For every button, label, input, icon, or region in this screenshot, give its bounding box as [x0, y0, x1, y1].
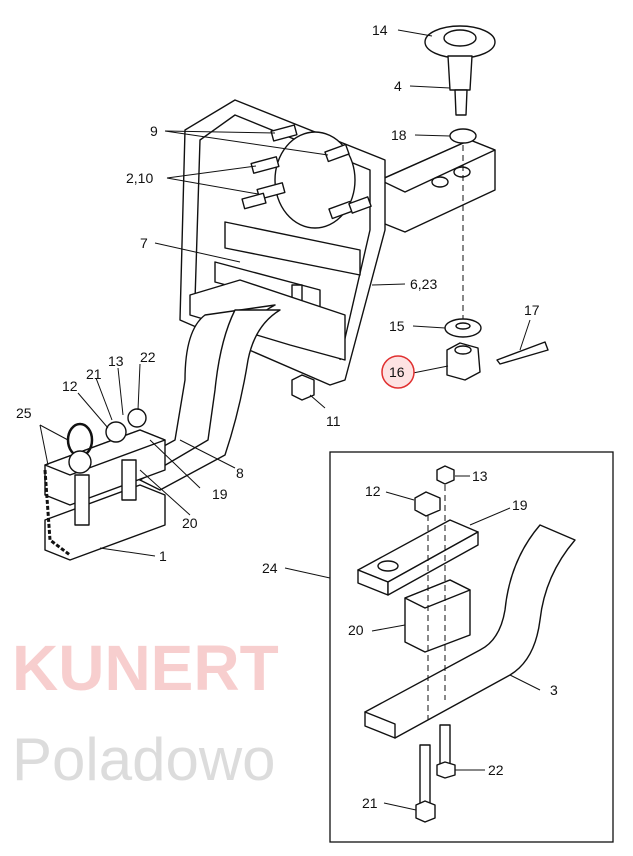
detail-inset: [329, 451, 614, 843]
label-18[interactable]: 18: [391, 127, 407, 143]
label-13[interactable]: 13: [108, 353, 124, 369]
inset-label-20[interactable]: 20: [348, 622, 364, 638]
inset-label-22[interactable]: 22: [488, 762, 504, 778]
label-6-23[interactable]: 6,23: [410, 276, 437, 292]
label-17[interactable]: 17: [524, 302, 540, 318]
label-21[interactable]: 21: [86, 366, 102, 382]
label-4[interactable]: 4: [394, 78, 402, 94]
watermark-location: Poladowo: [12, 726, 276, 793]
inset-label-13[interactable]: 13: [472, 468, 488, 484]
inset-label-19[interactable]: 19: [512, 497, 528, 513]
label-14[interactable]: 14: [372, 22, 388, 38]
inset-label-21[interactable]: 21: [362, 795, 378, 811]
label-7[interactable]: 7: [140, 235, 148, 251]
label-19[interactable]: 19: [212, 486, 228, 502]
label-22[interactable]: 22: [140, 349, 156, 365]
highlight-circle-16[interactable]: [381, 355, 415, 389]
label-16[interactable]: 16: [389, 364, 405, 380]
inset-label-3[interactable]: 3: [550, 682, 558, 698]
label-25[interactable]: 25: [16, 405, 32, 421]
leader-lines: [39, 29, 531, 579]
drawbar-assembly: [43, 25, 549, 561]
label-2-10[interactable]: 2,10: [126, 170, 153, 186]
label-12[interactable]: 12: [62, 378, 78, 394]
label-8[interactable]: 8: [236, 465, 244, 481]
callout-labels: 14 4 18 9 2,10 7 6,23 15 16 17 11 25 12 …: [16, 22, 540, 576]
label-11[interactable]: 11: [326, 413, 341, 429]
inset-leader-lines: [371, 475, 541, 811]
inset-callout-labels: 13 12 19 20 3 22 21: [348, 468, 558, 811]
label-9[interactable]: 9: [150, 123, 158, 139]
label-24[interactable]: 24: [262, 560, 278, 576]
inset-label-12[interactable]: 12: [365, 483, 381, 499]
watermark: KUNERT Poladowo: [12, 632, 279, 793]
watermark-brand: KUNERT: [12, 632, 279, 704]
label-15[interactable]: 15: [389, 318, 405, 334]
label-1[interactable]: 1: [159, 548, 167, 564]
label-20[interactable]: 20: [182, 515, 198, 531]
